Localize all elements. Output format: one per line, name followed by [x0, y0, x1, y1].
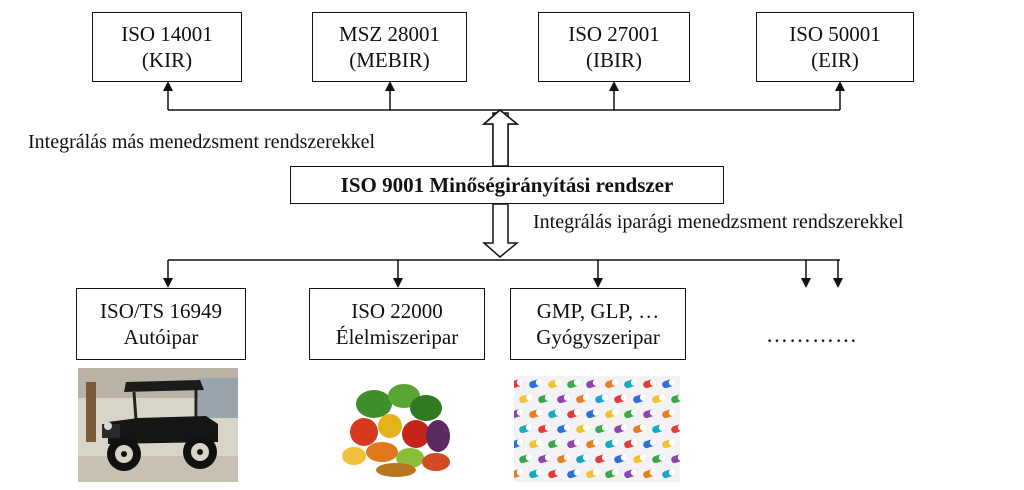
box-line1: ISO 27001 [568, 22, 660, 46]
box-line2: Autóipar [123, 325, 199, 349]
box-iso27001: ISO 27001 (IBIR) [538, 12, 690, 82]
box-line2: (IBIR) [586, 48, 642, 72]
box-line1: ISO 14001 [121, 22, 213, 46]
box-line1: MSZ 28001 [339, 22, 440, 46]
box-iso22000: ISO 22000 Élelmiszeripar [309, 288, 485, 360]
box-line1: GMP, GLP, … [536, 299, 660, 323]
vegetables-photo [334, 374, 460, 482]
box-line1: ISO/TS 16949 [100, 299, 222, 323]
box-iso50001: ISO 50001 (EIR) [756, 12, 914, 82]
box-line2: Élelmiszeripar [335, 325, 459, 349]
vintage-car-photo [78, 368, 238, 482]
box-line2: (MEBIR) [349, 48, 430, 72]
box-line1: ISO 22000 [351, 299, 443, 323]
box-line2: (EIR) [811, 48, 859, 72]
box-line1: ISO 50001 [789, 22, 881, 46]
center-title: ISO 9001 Minőségirányítási rendszer [340, 172, 674, 197]
double-arrow-bottom [482, 203, 520, 258]
pills-photo [514, 376, 680, 482]
box-iso14001: ISO 14001 (KIR) [92, 12, 242, 82]
box-isots16949: ISO/TS 16949 Autóipar [76, 288, 246, 360]
box-line2: Gyógyszeripar [536, 325, 660, 349]
label-integration-other: Integrálás más menedzsment rendszerekkel [28, 131, 376, 153]
center-box-iso9001: ISO 9001 Minőségirányítási rendszer [290, 166, 724, 204]
box-gmp: GMP, GLP, … Gyógyszeripar [510, 288, 686, 360]
more-dots: ………… [766, 322, 858, 347]
box-line2: (KIR) [141, 48, 193, 72]
label-integration-industry: Integrálás iparági menedzsment rendszere… [533, 211, 904, 233]
box-msz28001: MSZ 28001 (MEBIR) [312, 12, 467, 82]
